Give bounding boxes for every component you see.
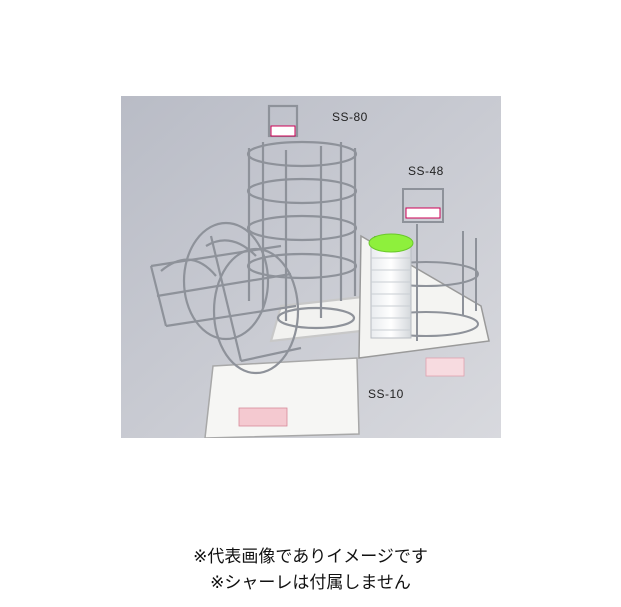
caption-representative-image: ※代表画像でありイメージです xyxy=(193,547,428,567)
caption-dish-not-included: ※シャーレは付属しません xyxy=(210,573,411,593)
model-label-ss80: SS-80 xyxy=(332,110,368,124)
model-label-ss10: SS-10 xyxy=(368,387,404,401)
ss48-rack xyxy=(358,188,490,377)
ss10-rack xyxy=(149,221,360,438)
rack-illustration xyxy=(121,96,501,438)
product-photo: SS-80 SS-48 SS-10 xyxy=(121,96,501,438)
model-label-ss48: SS-48 xyxy=(408,164,444,178)
